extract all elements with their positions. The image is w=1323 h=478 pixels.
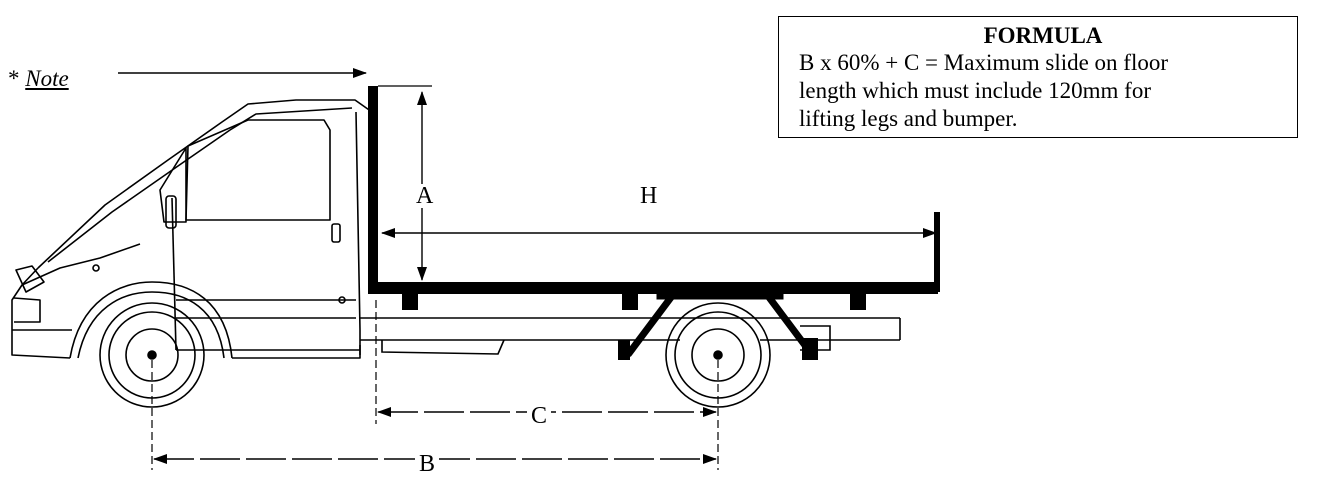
cab xyxy=(11,99,373,359)
formula-box: FORMULA B x 60% + C = Maximum slide on f… xyxy=(778,16,1298,138)
headboard xyxy=(368,86,378,294)
flatbed-deck xyxy=(368,282,938,294)
formula-line: length which must include 120mm for xyxy=(799,78,1151,103)
note-word: Note xyxy=(25,66,69,91)
note-label: * Note xyxy=(8,66,69,92)
note-marker: * xyxy=(8,66,20,91)
rear-suspension xyxy=(625,291,815,357)
dimension-c-label: C xyxy=(527,404,552,428)
dimension-h-label: H xyxy=(640,183,658,209)
tail-post xyxy=(934,212,940,292)
formula-line: B x 60% + C = Maximum slide on floor xyxy=(799,50,1169,75)
formula-title: FORMULA xyxy=(983,23,1103,48)
dimension-b-label: B xyxy=(415,452,440,476)
dimension-a-label: A xyxy=(414,183,436,209)
cross-members xyxy=(402,292,866,310)
formula-line: lifting legs and bumper. xyxy=(799,106,1018,131)
